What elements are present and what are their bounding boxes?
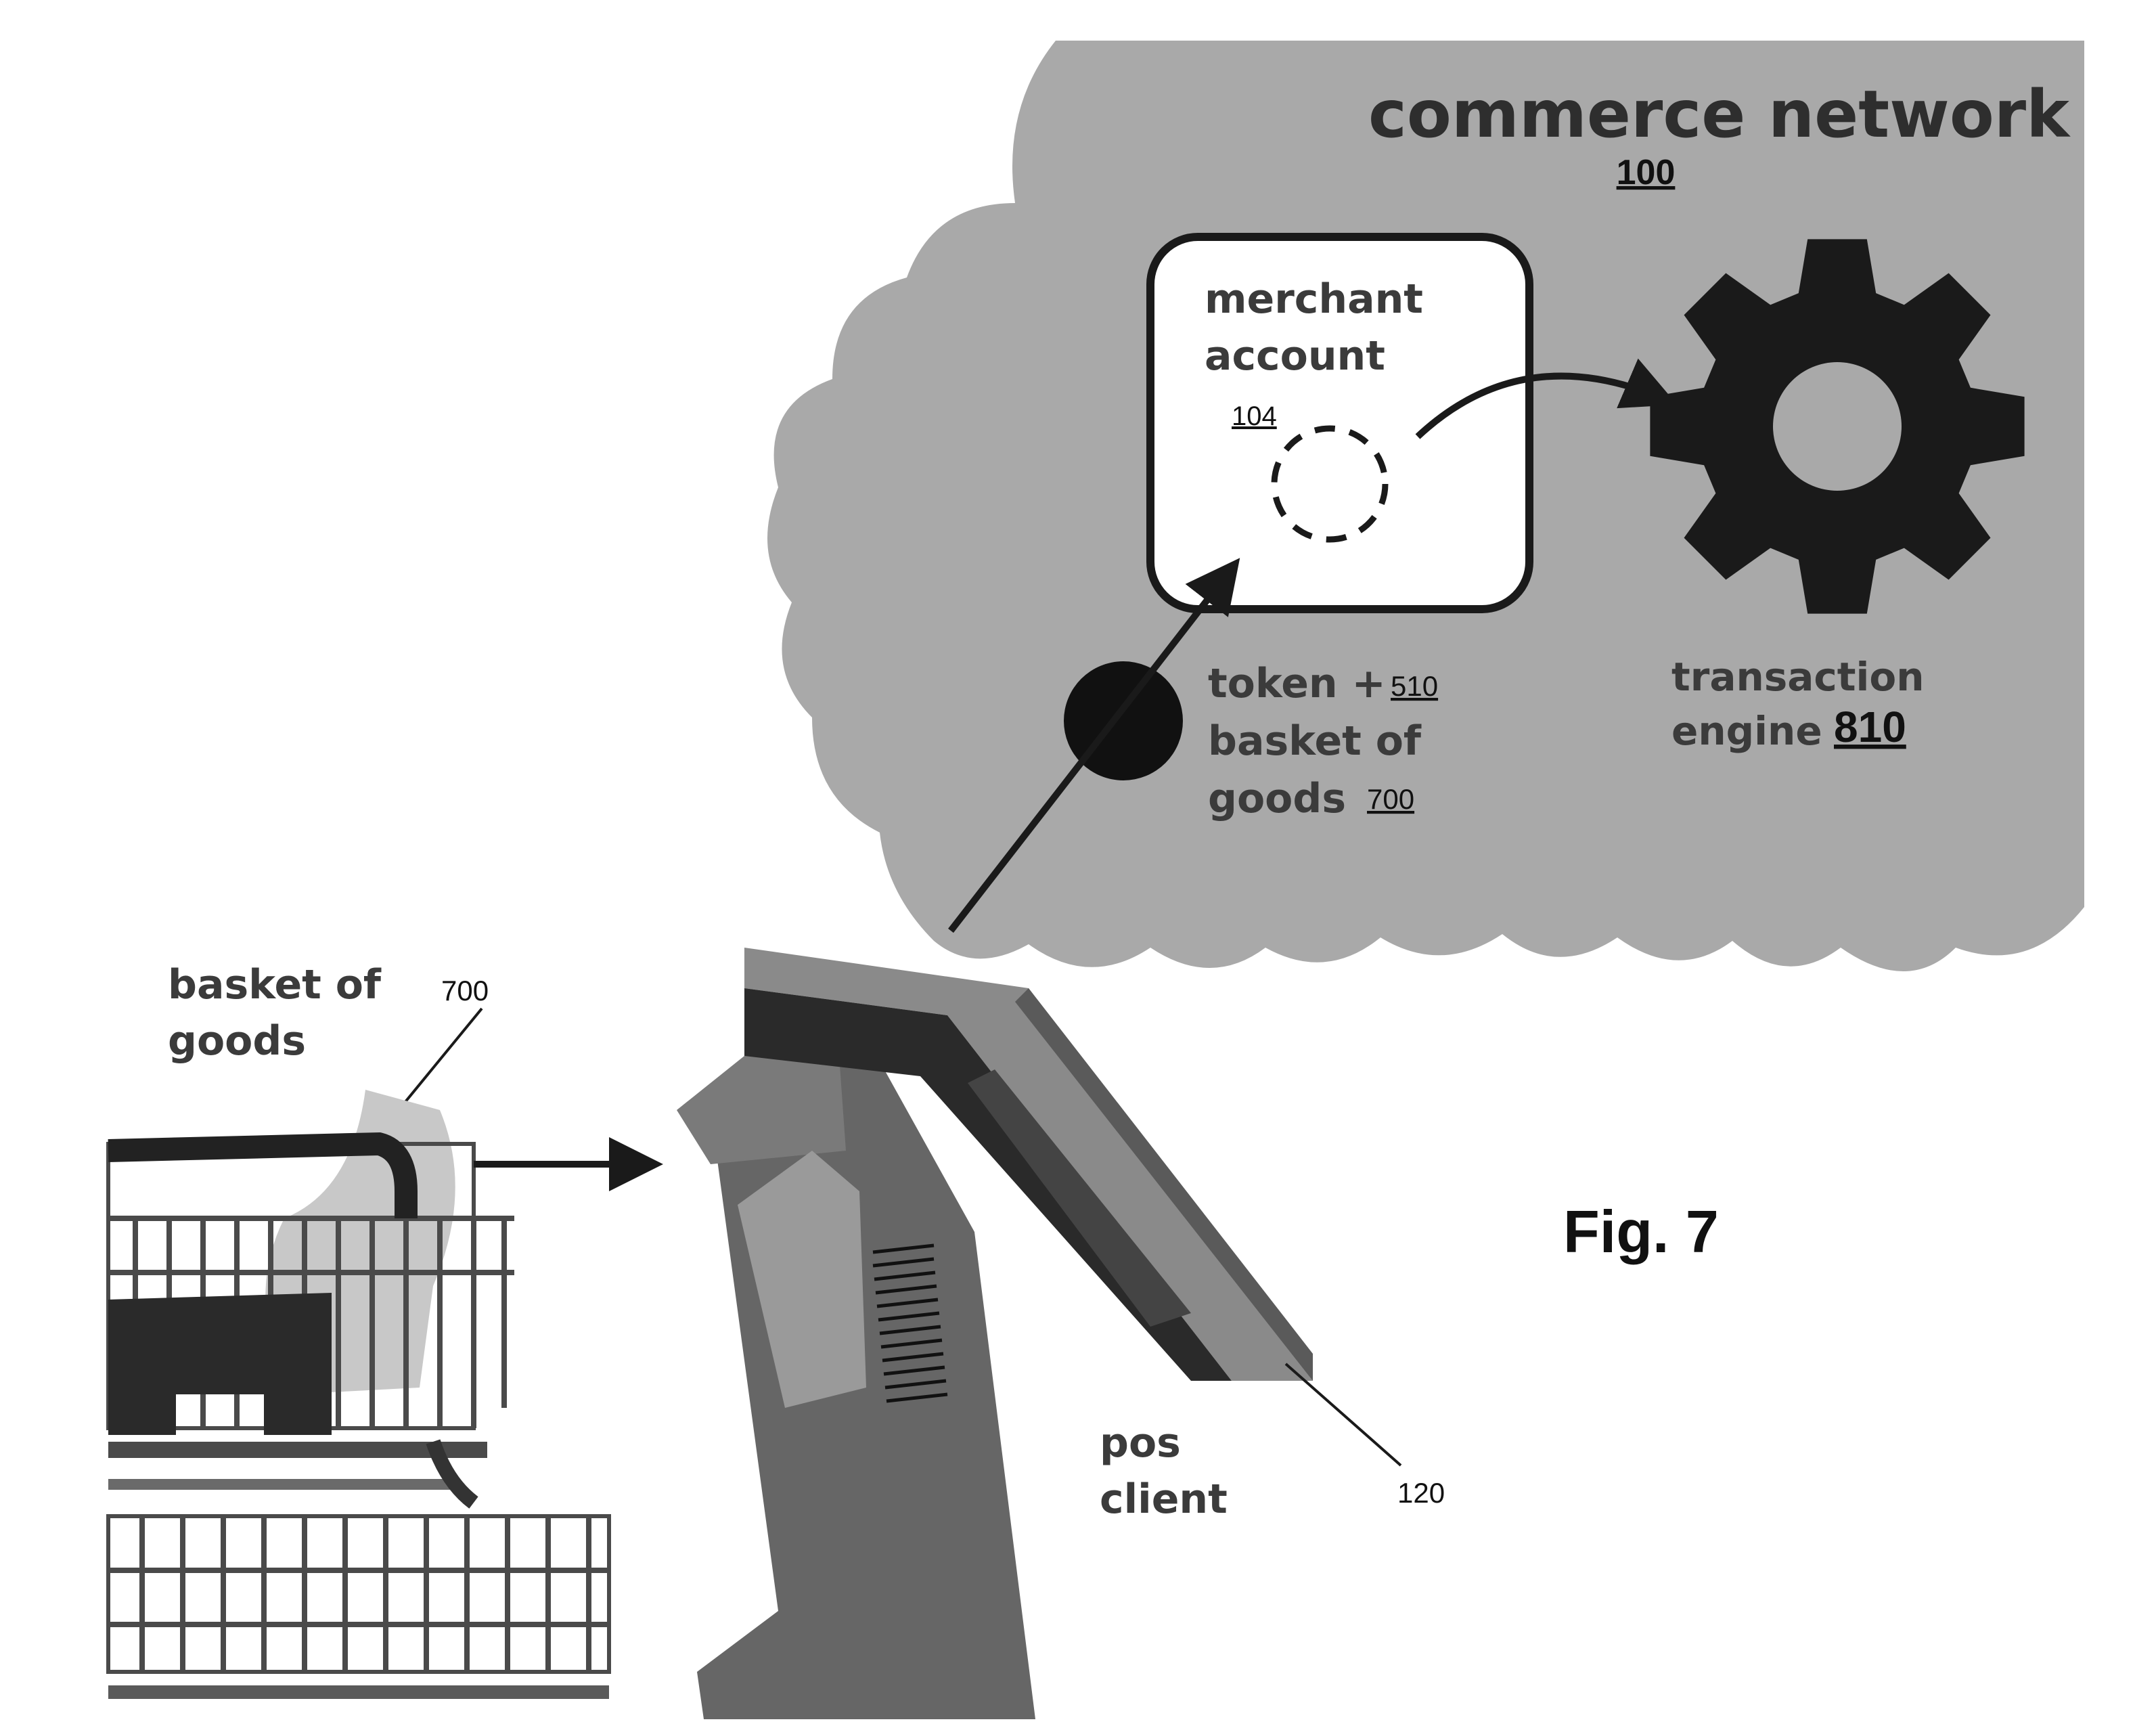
pos-leader-line [1286, 1364, 1401, 1465]
shopping-cart-icon [108, 1090, 609, 1699]
transaction-engine-ref: 810 [1834, 703, 1906, 751]
transaction-engine-line2: engine [1671, 708, 1822, 754]
figure-label: Fig. 7 [1563, 1198, 1719, 1265]
merchant-account-ref: 104 [1232, 401, 1277, 431]
basket-label-line1: basket of [168, 961, 382, 1009]
token-ref-510: 510 [1391, 670, 1438, 702]
token-ref-700: 700 [1367, 783, 1414, 815]
token-line2: basket of [1208, 717, 1422, 765]
token-line3: goods [1208, 775, 1346, 822]
merchant-account: merchant account 104 [1150, 237, 1529, 609]
merchant-account-line1: merchant [1205, 275, 1423, 323]
merchant-account-line2: account [1205, 332, 1385, 380]
pos-label-line2: client [1100, 1476, 1228, 1523]
token-line1: token + [1208, 660, 1386, 707]
basket-label-line2: goods [168, 1017, 306, 1065]
cloud-ref: 100 [1617, 153, 1676, 192]
pos-terminal-icon [677, 948, 1313, 1719]
pos-ref: 120 [1397, 1477, 1445, 1509]
cloud-title: commerce network [1368, 76, 2071, 152]
pos-label: pos client 120 [1100, 1364, 1445, 1523]
gear-icon [1650, 239, 2024, 613]
basket-ref: 700 [441, 975, 489, 1006]
pos-label-line1: pos [1100, 1419, 1181, 1467]
transaction-engine-line1: transaction [1671, 654, 1925, 700]
